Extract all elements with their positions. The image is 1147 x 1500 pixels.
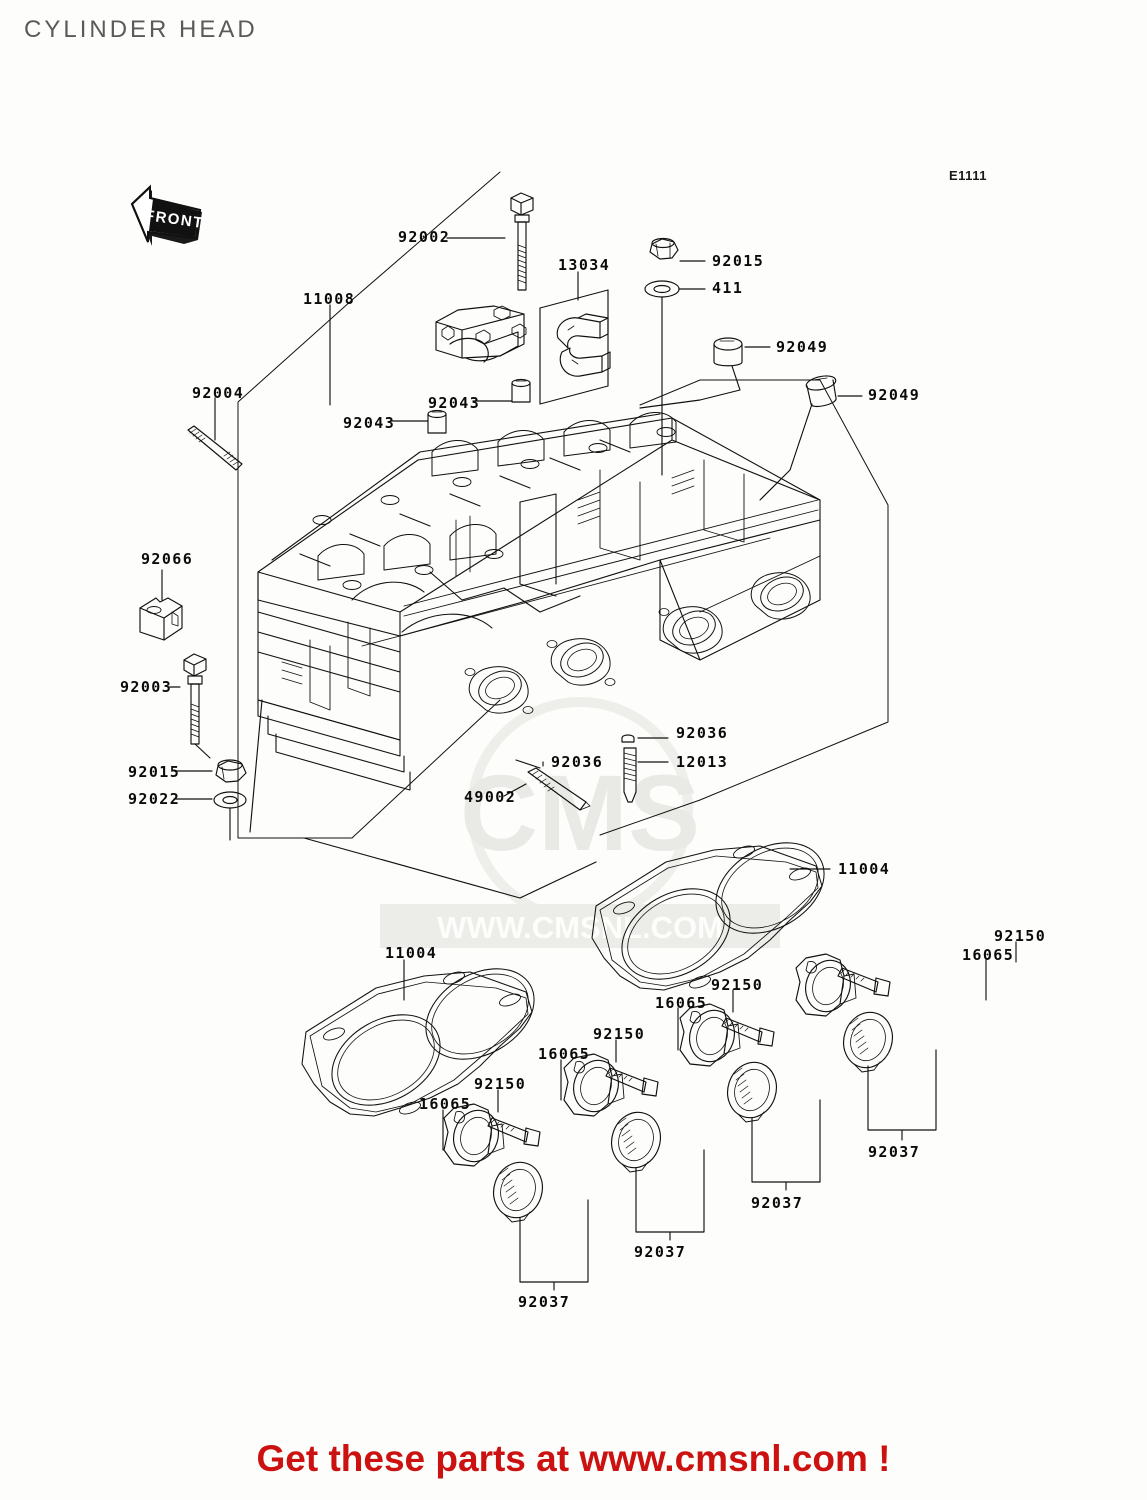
callout-92022: 92022: [128, 790, 181, 808]
callout-92037-2: 92037: [634, 1243, 687, 1261]
part-92150-bolt-2: [605, 1067, 659, 1097]
callout-16065-1: 16065: [419, 1095, 472, 1113]
callout-16065-3: 16065: [655, 994, 708, 1012]
part-92037-clamp-1: [493, 1161, 543, 1223]
part-49002-holder: [527, 767, 591, 811]
part-11008-cylinder-head: [257, 412, 821, 791]
part-92150-bolt-4: [837, 967, 891, 997]
leader-gasket-group: [303, 837, 597, 899]
part-13034-detail-box: [539, 289, 609, 405]
part-92037-clamp-2: [611, 1111, 661, 1173]
part-16065-holder-2: [563, 1053, 625, 1117]
part-92003-bolt: [183, 653, 207, 745]
callout-11004-front: 11004: [385, 944, 438, 962]
callout-12013: 12013: [676, 753, 729, 771]
leader-92037-1: [519, 1199, 589, 1291]
callout-92043-lower: 92043: [343, 414, 396, 432]
callout-16065-2: 16065: [538, 1045, 591, 1063]
part-12013-valve-guide: [623, 747, 637, 803]
leader-92037-4: [867, 1049, 937, 1141]
part-411-washer: [644, 280, 680, 298]
callout-92037-3: 92037: [751, 1194, 804, 1212]
part-92002-bolt: [510, 192, 534, 291]
leader-92003-down: [194, 743, 211, 759]
part-92037-clamp-3: [727, 1061, 777, 1123]
front-arrow-icon: FRONT: [130, 184, 205, 246]
part-11004-gasket-rear: [591, 842, 825, 991]
callout-92036-upper: 92036: [676, 724, 729, 742]
part-92037-clamp-4: [843, 1011, 893, 1073]
leader-92049-lower-down: [759, 403, 813, 501]
part-92043-pin-lower: [427, 409, 447, 434]
callout-49002: 49002: [464, 788, 517, 806]
leader-92037-3: [751, 1099, 821, 1191]
callout-92150-1: 92150: [474, 1075, 527, 1093]
part-92049-seal-upper: [713, 337, 743, 367]
part-13034-bearing: [556, 313, 611, 377]
part-92150-bolt-1: [487, 1117, 541, 1147]
page-title: CYLINDER HEAD: [24, 16, 258, 43]
callout-92043-upper: 92043: [428, 394, 481, 412]
callout-92003: 92003: [120, 678, 173, 696]
part-92049-seal-lower: [805, 375, 837, 408]
part-16065-holder-4: [795, 953, 857, 1017]
leader-stack-up: [249, 699, 263, 833]
callout-92002: 92002: [398, 228, 451, 246]
part-92036-clip-upper: [621, 734, 635, 743]
callout-92150-4: 92150: [994, 927, 1047, 945]
part-92150-bolt-3: [721, 1017, 775, 1047]
callout-11008: 11008: [303, 290, 356, 308]
callout-92049-lower: 92049: [868, 386, 921, 404]
callout-92037-4: 92037: [868, 1143, 921, 1161]
part-92043-pin-upper: [511, 378, 531, 403]
part-92004-stud: [187, 425, 243, 471]
leader-49002: [503, 783, 527, 797]
group-outline-head: [237, 171, 501, 839]
callout-92036-lower: 92036: [551, 753, 604, 771]
callout-92015-top: 92015: [712, 252, 765, 270]
part-92015-nut-lower: [215, 759, 247, 783]
leader-92036-lower: [515, 759, 541, 769]
callout-92004: 92004: [192, 384, 245, 402]
part-camshaft-cap: [435, 305, 527, 363]
leader-92037-2: [635, 1149, 705, 1241]
part-92066-plug: [139, 597, 183, 641]
part-92015-nut-top: [649, 237, 679, 260]
callout-16065-4: 16065: [962, 946, 1015, 964]
callout-92150-2: 92150: [593, 1025, 646, 1043]
footer-cta: Get these parts at www.cmsnl.com !: [256, 1438, 891, 1479]
callout-11004-rear: 11004: [838, 860, 891, 878]
callout-92037-1: 92037: [518, 1293, 571, 1311]
part-16065-holder-3: [679, 1003, 741, 1067]
callout-92066: 92066: [141, 550, 194, 568]
callout-92049-upper: 92049: [776, 338, 829, 356]
callout-92015-lower: 92015: [128, 763, 181, 781]
callout-411: 411: [712, 279, 744, 297]
callout-92150-3: 92150: [711, 976, 764, 994]
group-outline-right: [599, 379, 889, 836]
part-11004-gasket-front: [301, 968, 535, 1117]
part-16065-holder-1: [443, 1103, 505, 1167]
leader-92049-upper-down: [639, 365, 741, 409]
part-92022-washer: [213, 791, 247, 809]
diagram-code: E1111: [949, 168, 987, 183]
callout-13034: 13034: [558, 256, 611, 274]
